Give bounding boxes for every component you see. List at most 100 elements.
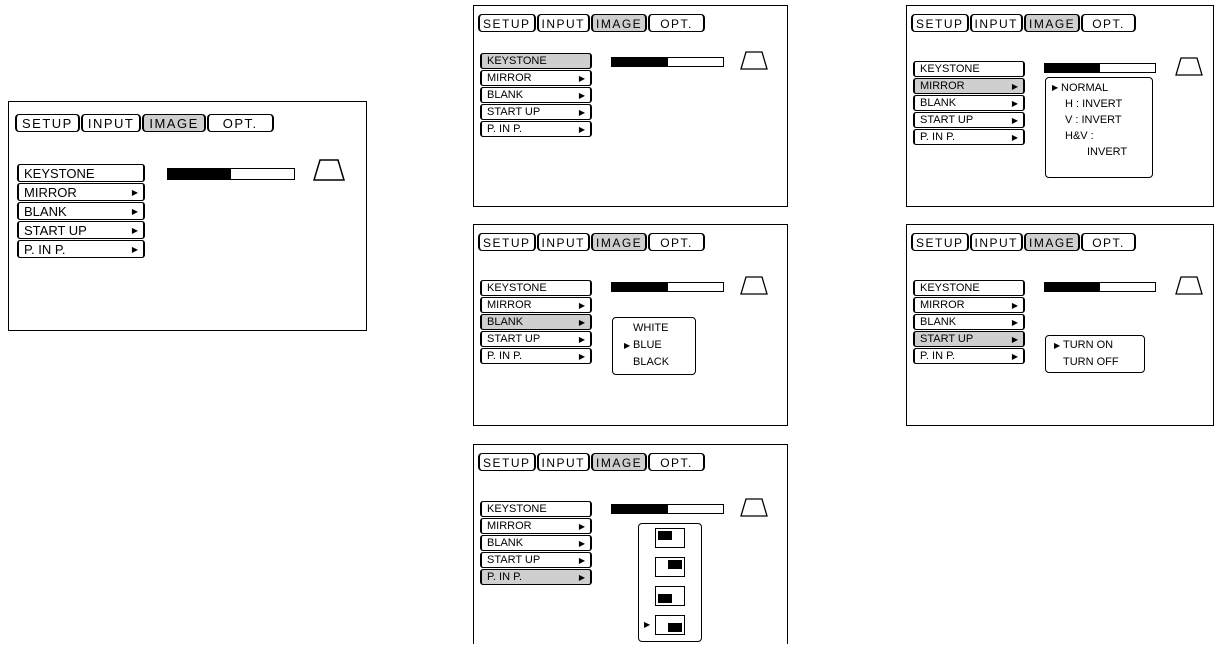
tab-opt[interactable]: OPT. (648, 453, 705, 471)
menu-item-start-up[interactable]: START UP▶ (480, 331, 592, 347)
tab-setup[interactable]: SETUP (911, 233, 969, 251)
menu-item-keystone[interactable]: KEYSTONE (17, 164, 145, 182)
trapezoid-icon (1175, 57, 1203, 76)
menu-item-pinp[interactable]: P. IN P.▶ (913, 348, 1025, 364)
keystone-slider[interactable] (611, 282, 724, 292)
menu-item-mirror[interactable]: MIRROR▶ (913, 297, 1025, 313)
menu-item-mirror[interactable]: MIRROR▶ (913, 78, 1025, 94)
osd-panel-blank: SETUP INPUT IMAGE OPT. KEYSTONE MIRROR▶ … (473, 224, 788, 426)
tab-bar: SETUP INPUT IMAGE OPT. (478, 233, 706, 251)
submenu-arrow-icon: ▶ (131, 188, 138, 197)
tab-image[interactable]: IMAGE (1024, 14, 1081, 32)
tab-image[interactable]: IMAGE (591, 453, 648, 471)
tab-input[interactable]: INPUT (969, 233, 1024, 251)
menu-item-label: P. IN P. (487, 350, 523, 362)
menu-item-keystone[interactable]: KEYSTONE (913, 280, 1025, 296)
menu-item-start-up[interactable]: START UP▶ (913, 112, 1025, 128)
tab-setup[interactable]: SETUP (478, 453, 536, 471)
keystone-slider-fill (1045, 283, 1100, 291)
tab-bar: SETUP INPUT IMAGE OPT. (15, 114, 275, 132)
menu-item-keystone[interactable]: KEYSTONE (913, 61, 1025, 77)
submenu-arrow-icon: ▶ (578, 573, 585, 582)
start-up-option[interactable]: TURN OFF (1063, 354, 1144, 371)
tab-image[interactable]: IMAGE (591, 233, 648, 251)
blank-option[interactable]: WHITE (633, 320, 695, 337)
pinp-window-icon[interactable] (655, 615, 685, 635)
tab-opt[interactable]: OPT. (648, 233, 705, 251)
pinp-window-icon[interactable] (655, 528, 685, 548)
menu-item-label: BLANK (920, 316, 957, 328)
menu-item-start-up[interactable]: START UP▶ (480, 552, 592, 568)
menu-item-pinp[interactable]: P. IN P.▶ (480, 348, 592, 364)
tab-setup[interactable]: SETUP (15, 114, 80, 132)
submenu-arrow-icon: ▶ (578, 108, 585, 117)
menu-item-keystone[interactable]: KEYSTONE (480, 280, 592, 296)
menu-item-label: MIRROR (920, 299, 965, 311)
mirror-option[interactable]: ▶NORMAL (1052, 80, 1152, 96)
keystone-slider[interactable] (1044, 282, 1156, 292)
keystone-slider[interactable] (167, 168, 295, 180)
tab-image[interactable]: IMAGE (1024, 233, 1081, 251)
menu-item-blank[interactable]: BLANK▶ (913, 314, 1025, 330)
tab-image[interactable]: IMAGE (142, 114, 206, 132)
mirror-option[interactable]: V : INVERT (1061, 112, 1152, 128)
menu-item-mirror[interactable]: MIRROR▶ (17, 183, 145, 201)
mirror-option[interactable]: H&V :INVERT (1061, 128, 1152, 160)
menu-item-label: P. IN P. (920, 131, 956, 143)
tab-input[interactable]: INPUT (536, 14, 591, 32)
keystone-slider[interactable] (1044, 63, 1156, 73)
tab-input[interactable]: INPUT (536, 233, 591, 251)
menu-item-start-up[interactable]: START UP▶ (17, 221, 145, 239)
keystone-slider-fill (612, 505, 668, 513)
pinp-window-icon[interactable] (655, 557, 685, 577)
tab-input[interactable]: INPUT (80, 114, 142, 132)
submenu-arrow-icon: ▶ (578, 74, 585, 83)
menu-item-blank[interactable]: BLANK▶ (17, 202, 145, 220)
menu-item-keystone[interactable]: KEYSTONE (480, 501, 592, 517)
menu-item-mirror[interactable]: MIRROR▶ (480, 70, 592, 86)
start-up-option[interactable]: ▶TURN ON (1054, 337, 1144, 354)
tab-setup[interactable]: SETUP (911, 14, 969, 32)
menu-item-blank[interactable]: BLANK▶ (480, 314, 592, 330)
menu-item-label: MIRROR (487, 299, 532, 311)
tab-opt[interactable]: OPT. (1081, 233, 1136, 251)
option-label: WHITE (633, 322, 669, 334)
menu-item-start-up[interactable]: START UP▶ (913, 331, 1025, 347)
menu-item-mirror[interactable]: MIRROR▶ (480, 518, 592, 534)
menu-item-label: KEYSTONE (24, 166, 95, 181)
menu-item-label: BLANK (487, 316, 524, 328)
menu-item-pinp[interactable]: P. IN P.▶ (480, 569, 592, 585)
tab-opt[interactable]: OPT. (206, 114, 274, 132)
trapezoid-icon (313, 159, 345, 181)
menu-item-blank[interactable]: BLANK▶ (480, 535, 592, 551)
menu-item-blank[interactable]: BLANK▶ (913, 95, 1025, 111)
tab-setup[interactable]: SETUP (478, 233, 536, 251)
menu-item-pinp[interactable]: P. IN P.▶ (480, 121, 592, 137)
menu-item-label: P. IN P. (487, 123, 523, 135)
blank-option[interactable]: BLACK (633, 354, 695, 371)
menu-item-keystone[interactable]: KEYSTONE (480, 53, 592, 69)
selection-pointer-icon: ▶ (644, 620, 651, 629)
keystone-slider[interactable] (611, 504, 724, 514)
tab-opt[interactable]: OPT. (648, 14, 705, 32)
option-label: TURN OFF (1063, 356, 1119, 368)
menu-item-label: KEYSTONE (920, 63, 980, 75)
tab-input[interactable]: INPUT (536, 453, 591, 471)
menu-item-pinp[interactable]: P. IN P.▶ (913, 129, 1025, 145)
menu-item-pinp[interactable]: P. IN P.▶ (17, 240, 145, 258)
tab-setup[interactable]: SETUP (478, 14, 536, 32)
menu-item-start-up[interactable]: START UP▶ (480, 104, 592, 120)
tab-input[interactable]: INPUT (969, 14, 1024, 32)
menu-item-label: BLANK (487, 89, 524, 101)
menu-item-label: KEYSTONE (487, 282, 547, 294)
tab-image[interactable]: IMAGE (591, 14, 648, 32)
blank-option[interactable]: ▶BLUE (624, 337, 695, 354)
osd-panel-pinp: SETUP INPUT IMAGE OPT. KEYSTONE MIRROR▶ … (473, 444, 788, 644)
pinp-window-icon[interactable] (655, 586, 685, 606)
tab-opt[interactable]: OPT. (1081, 14, 1136, 32)
menu-item-blank[interactable]: BLANK▶ (480, 87, 592, 103)
mirror-option[interactable]: H : INVERT (1061, 96, 1152, 112)
menu-item-mirror[interactable]: MIRROR▶ (480, 297, 592, 313)
tab-bar: SETUP INPUT IMAGE OPT. (911, 233, 1137, 251)
keystone-slider[interactable] (611, 57, 724, 67)
